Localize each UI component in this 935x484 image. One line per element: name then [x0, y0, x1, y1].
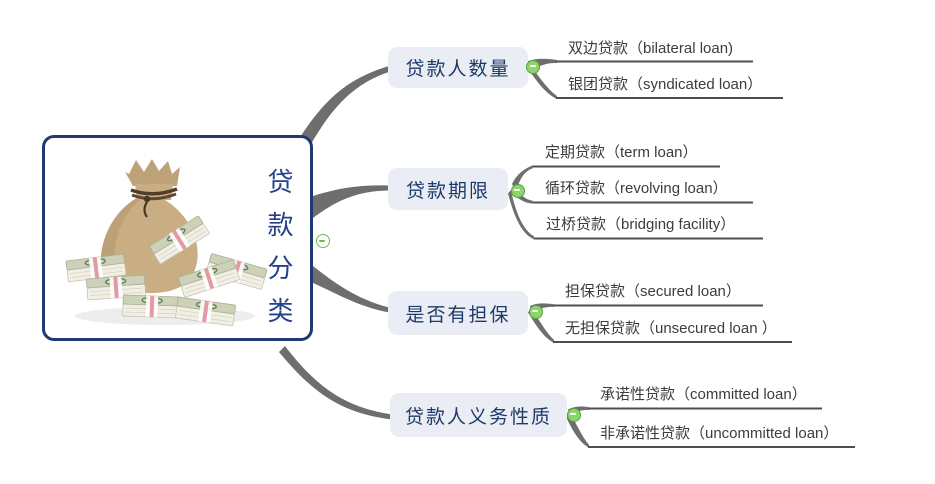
child-node-uncommitted-loan[interactable]: 非承诺性贷款（uncommitted loan） [600, 425, 839, 442]
minus-bar [529, 65, 536, 68]
collapse-minus-icon[interactable] [528, 304, 543, 319]
minus-bar [319, 239, 325, 242]
child-node-bilateral-loan[interactable]: 双边贷款（bilateral loan) [568, 40, 734, 57]
branch-label: 贷款人数量 [405, 59, 511, 80]
rope-end [143, 201, 148, 218]
branch-label: 是否有担保 [405, 304, 511, 326]
collapse-minus-icon[interactable] [526, 59, 540, 74]
child-node-unsecured-loan[interactable]: 无担保贷款（unsecured loan ） [565, 320, 777, 337]
child-curve [508, 190, 534, 240]
minus-bar [514, 189, 520, 192]
child-node-secured-loan[interactable]: 担保贷款（secured loan） [565, 283, 741, 300]
root-node[interactable]: 贷款分类 [42, 135, 313, 341]
rope-tie [131, 192, 177, 201]
branch-label: 贷款人义务性质 [404, 406, 552, 428]
branch-curve [313, 185, 389, 218]
child-node-term-loan[interactable]: 定期贷款（term loan） [545, 144, 698, 161]
child-node-syndicated-loan[interactable]: 银团贷款（syndicated loan） [568, 76, 763, 93]
branch-curve [279, 346, 392, 420]
minus-bar [532, 310, 538, 313]
branch-node-secured[interactable]: 是否有担保 [388, 291, 528, 335]
branch-curve [297, 66, 389, 151]
branch-curve [313, 266, 389, 313]
money-bundles [65, 215, 268, 327]
root-title: 贷款分类 [264, 168, 294, 340]
minus-bar [570, 413, 576, 416]
child-node-committed-loan[interactable]: 承诺性贷款（committed loan） [600, 386, 807, 403]
collapse-minus-icon[interactable] [315, 234, 330, 248]
branch-node-lender-count[interactable]: 贷款人数量 [388, 47, 528, 88]
branch-node-obligation[interactable]: 贷款人义务性质 [390, 393, 567, 437]
child-node-bridging-facility[interactable]: 过桥贷款（bridging facility） [546, 216, 736, 233]
collapse-minus-icon[interactable] [510, 183, 525, 198]
bag-ruffle [125, 159, 180, 186]
child-node-revolving-loan[interactable]: 循环贷款（revolving loan） [545, 180, 728, 197]
rope-tie [130, 187, 178, 196]
branch-label: 贷款期限 [405, 180, 490, 202]
collapse-minus-icon[interactable] [566, 407, 581, 422]
money-bag-image [65, 159, 268, 327]
branch-node-loan-term[interactable]: 贷款期限 [388, 168, 508, 210]
rope-knot [143, 195, 151, 203]
